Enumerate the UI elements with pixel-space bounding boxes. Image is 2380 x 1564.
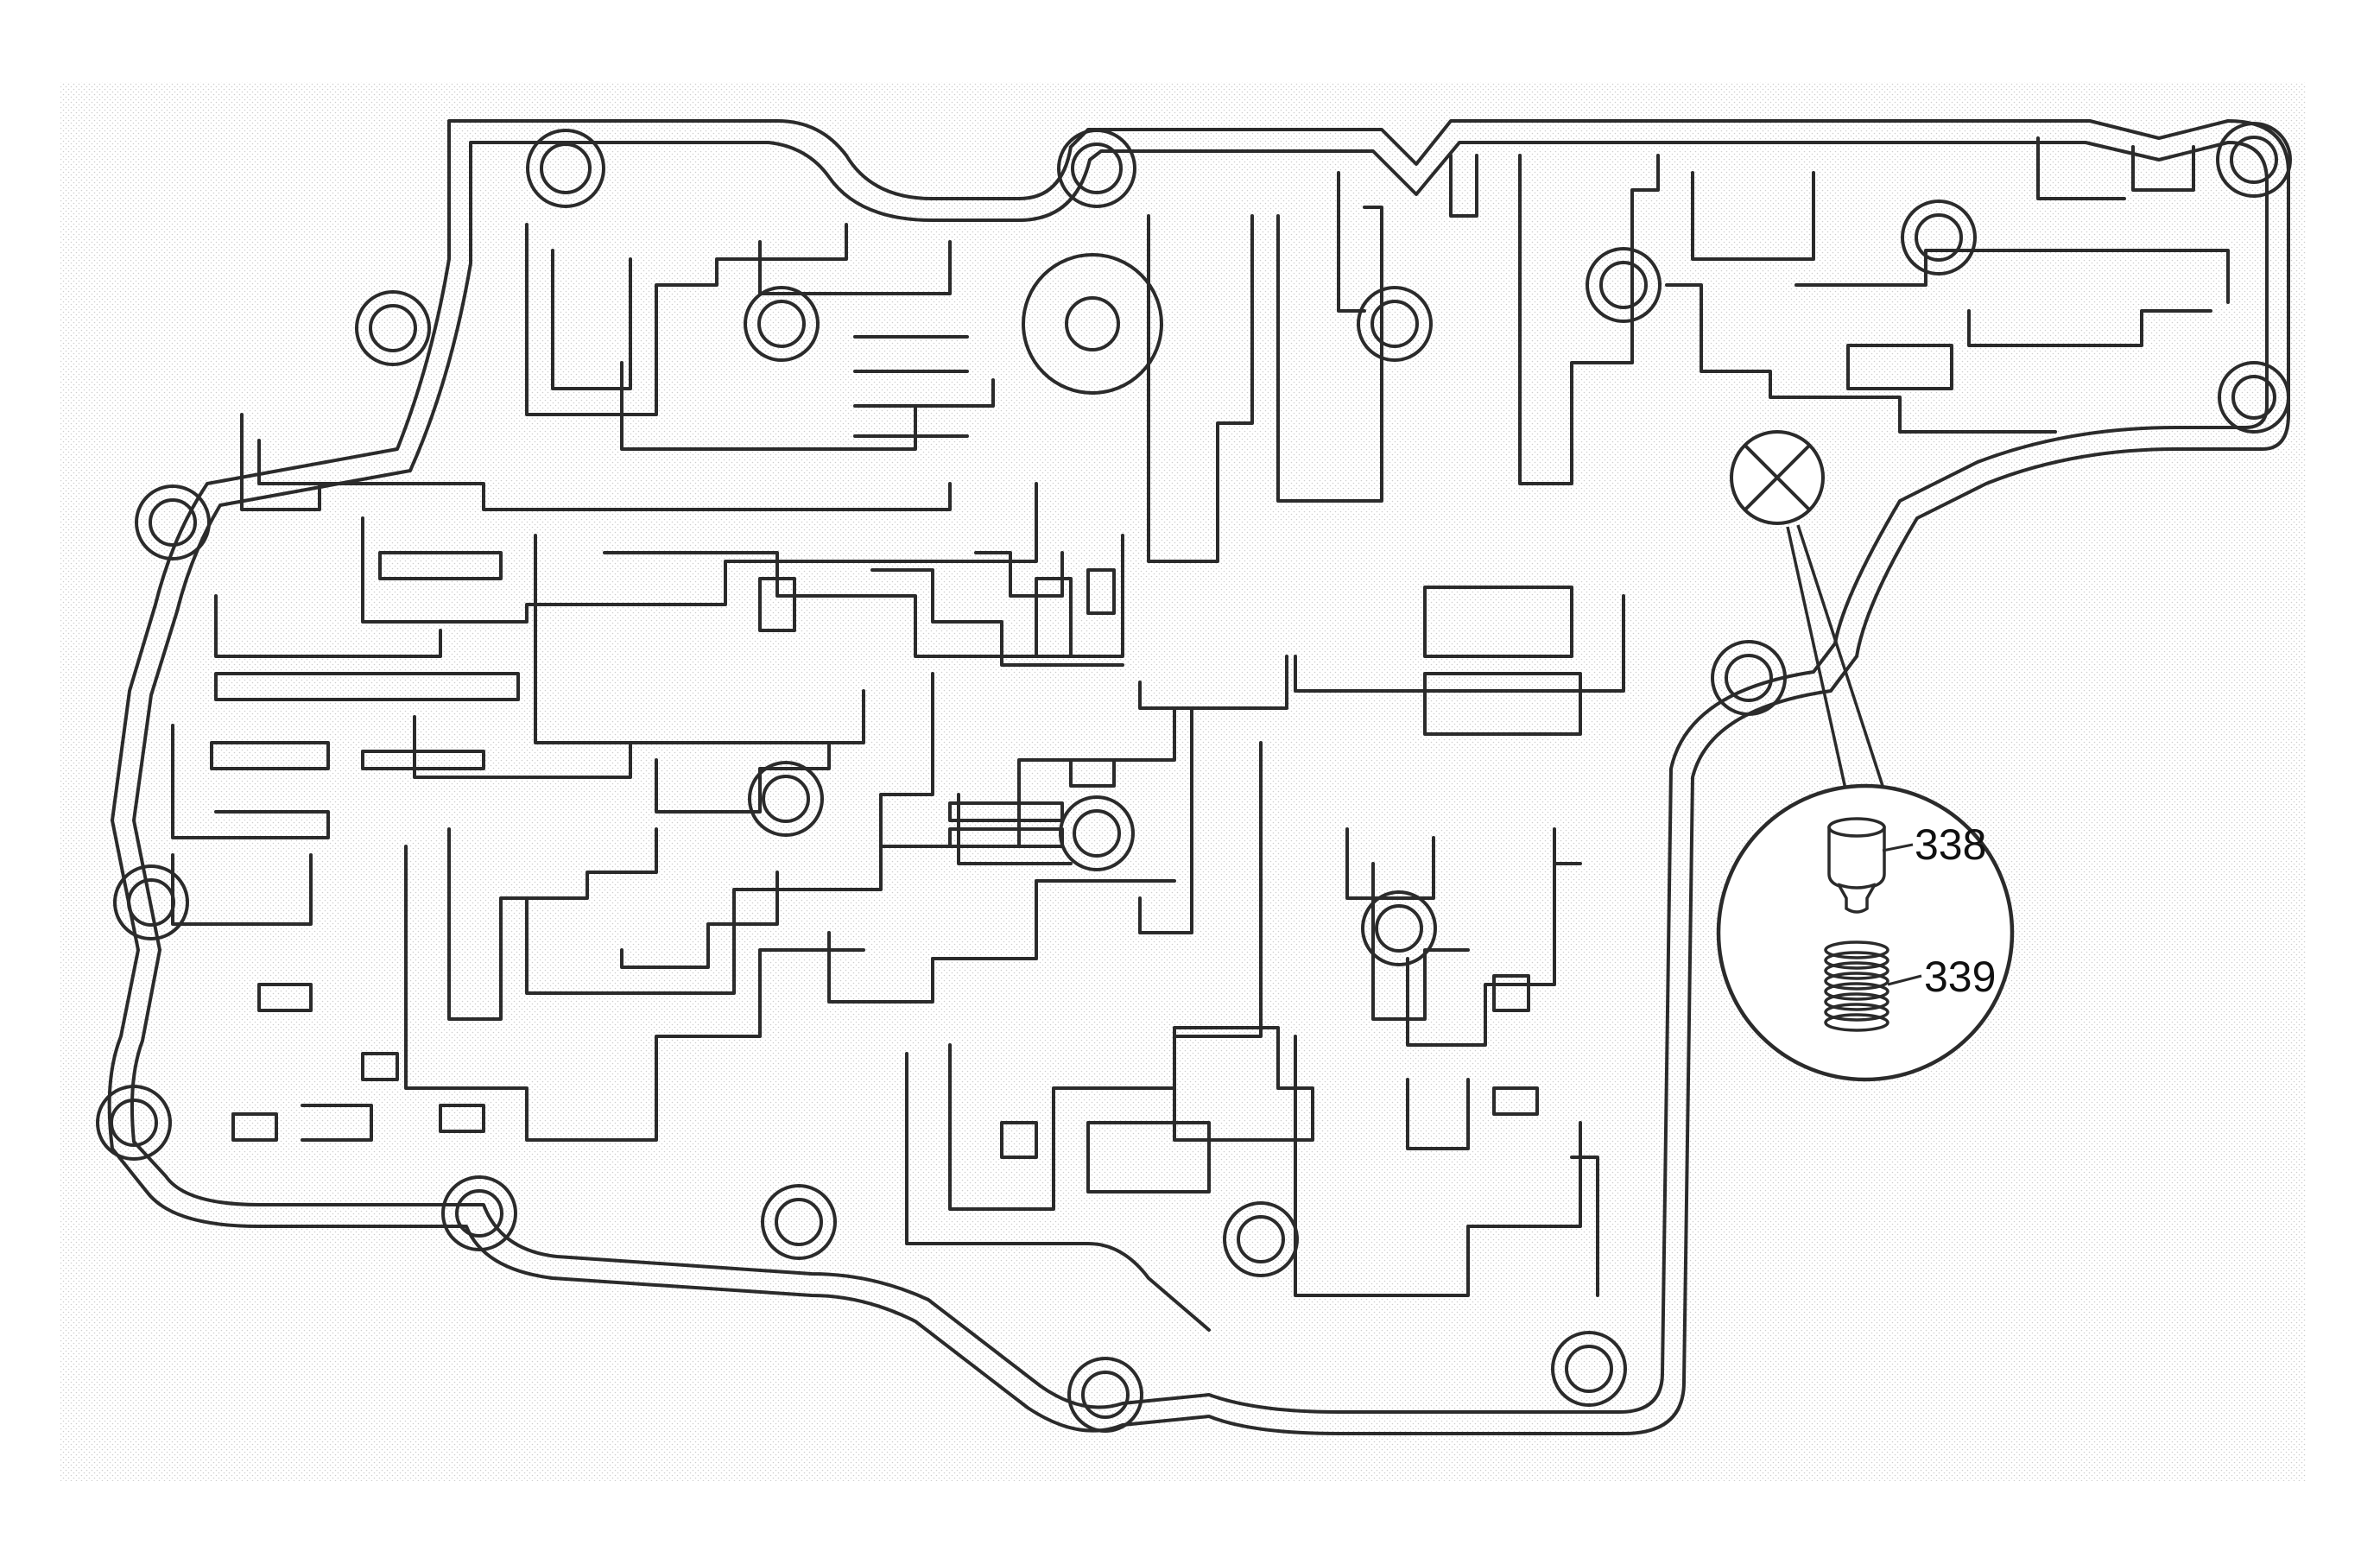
detail-inset: 338 339 — [1716, 783, 2015, 1082]
bolt-hole — [1565, 1345, 1613, 1393]
bolt-holes — [96, 122, 2292, 1433]
bolt-hole — [1725, 654, 1773, 702]
bolt-hole — [1081, 1371, 1130, 1419]
valve-body-outline — [107, 119, 2290, 1435]
bolt-hole — [369, 304, 417, 352]
bolt-hole — [757, 300, 806, 348]
bolt-hole — [762, 775, 810, 823]
bolt-hole — [1915, 213, 1963, 262]
bolt-hole — [540, 142, 592, 194]
callout-label-339: 339 — [1924, 953, 1996, 1001]
detail-leader-lines — [1786, 524, 1886, 794]
bolt-hole — [1065, 296, 1120, 351]
bolt-hole — [1375, 904, 1423, 953]
fluid-passages — [171, 136, 2230, 1332]
bolt-hole — [1071, 142, 1123, 194]
bolt-hole — [1370, 300, 1419, 348]
callout-leader-339 — [1887, 974, 1922, 986]
stipple-background — [60, 82, 2306, 1481]
circle-x-icon — [1730, 430, 1825, 525]
bolt-hole — [1237, 1215, 1285, 1263]
callout-label-338: 338 — [1915, 820, 1986, 869]
bolt-hole — [2230, 136, 2278, 184]
check-ball-icon — [1827, 817, 1886, 914]
coil-spring-icon — [1824, 940, 1889, 1032]
bolt-hole — [149, 498, 197, 547]
bolt-hole — [1599, 261, 1648, 309]
bolt-hole — [2231, 375, 2276, 420]
bolt-hole — [110, 1099, 158, 1147]
bolt-hole — [455, 1189, 503, 1238]
callout-leader-338 — [1882, 843, 1914, 852]
bolt-hole — [1073, 809, 1121, 858]
bolt-hole — [775, 1198, 823, 1246]
